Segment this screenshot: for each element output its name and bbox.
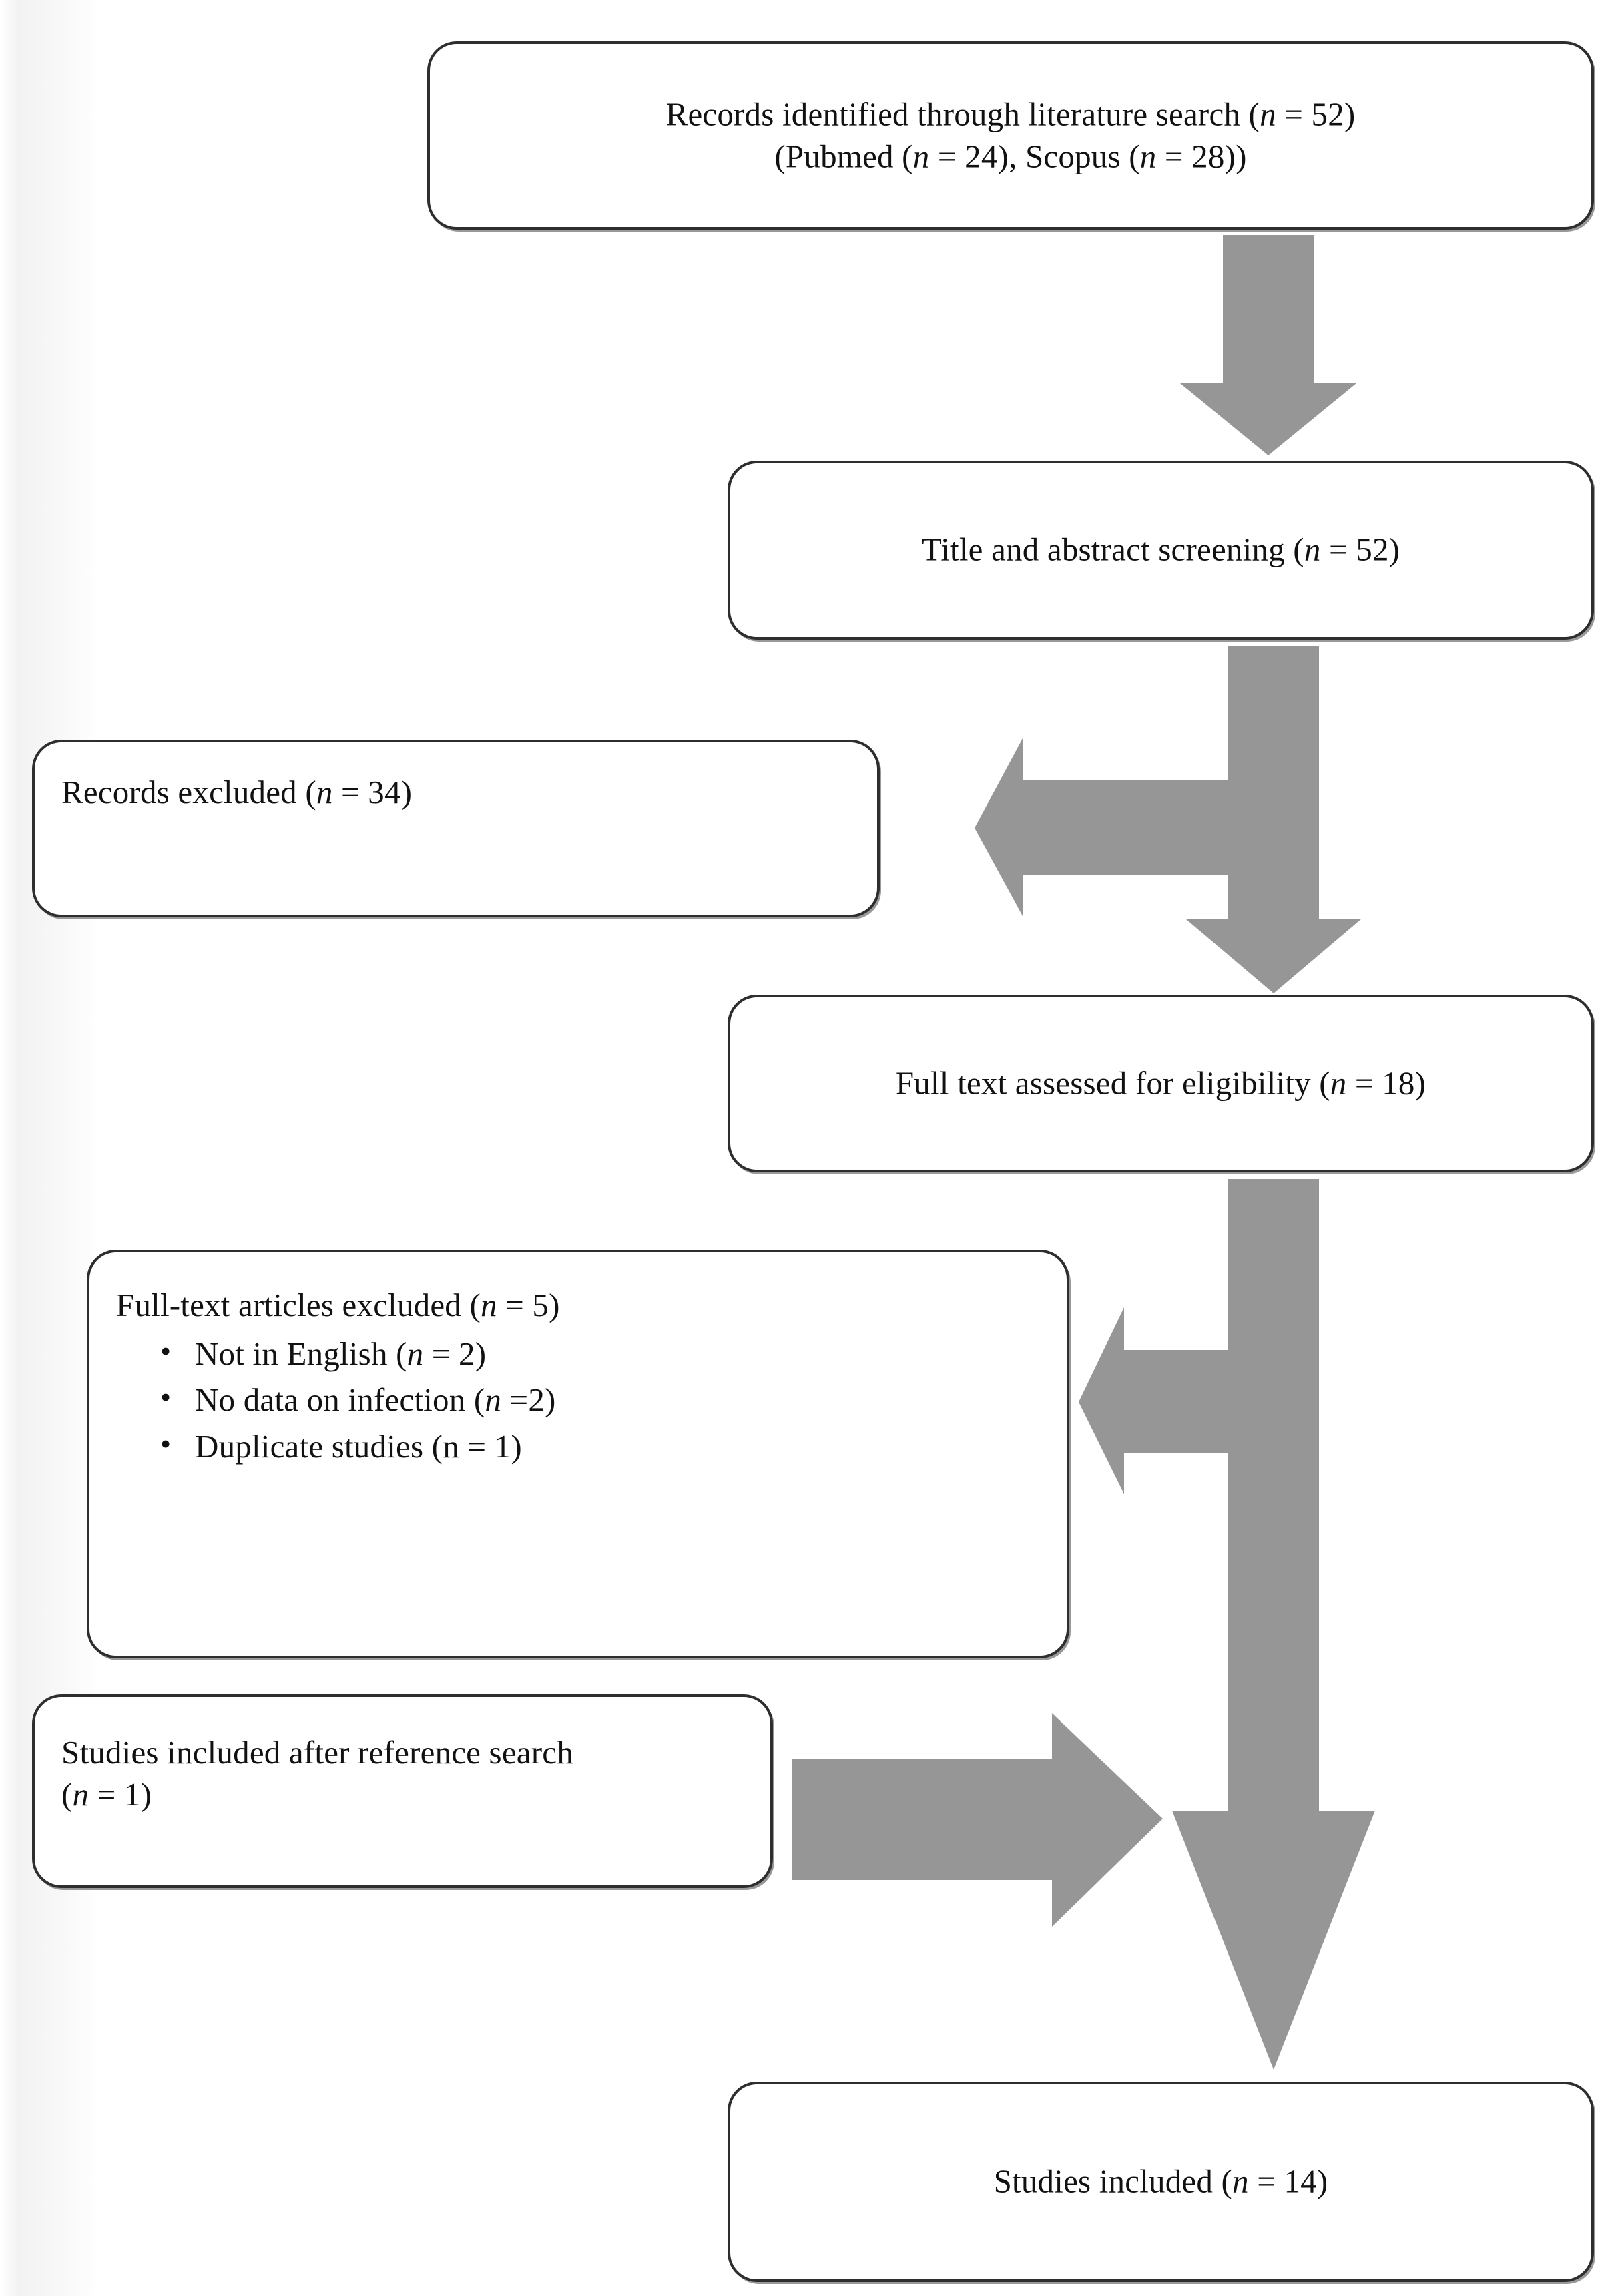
- fulltext-excluded-heading-n: n: [480, 1287, 497, 1323]
- records-identified-line2-pre: (Pubmed (: [774, 138, 913, 174]
- full-text-assessed-text: Full text assessed for eligibility (n = …: [730, 1063, 1591, 1105]
- records-identified-line1-post: = 52): [1276, 95, 1356, 133]
- right-arrow-shape: [792, 1713, 1163, 1927]
- reason-2-pre: Duplicate studies (n: [195, 1427, 459, 1465]
- records-excluded-n: n: [316, 774, 333, 811]
- full-text-excluded-reason-list: Not in English (n = 2) No data on infect…: [116, 1329, 1040, 1470]
- records-identified-line2-mid: = 24), Scopus (: [929, 138, 1140, 174]
- records-identified-line-1: Records identified through literature se…: [453, 93, 1569, 136]
- title-abstract-screening-box: Title and abstract screening (n = 52): [728, 461, 1594, 640]
- full-text-articles-excluded-box: Full-text articles excluded (n = 5) Not …: [87, 1250, 1069, 1658]
- records-identified-box: Records identified through literature se…: [427, 41, 1594, 230]
- reference-search-line2-n: n: [72, 1775, 89, 1813]
- arrow-eligibility-to-included-with-exclusion-branch: [1079, 1179, 1388, 2080]
- screening-pre: Title and abstract screening (: [921, 531, 1304, 568]
- studies-included-box: Studies included (n = 14): [728, 2082, 1594, 2282]
- records-identified-line2-n-b: n: [1139, 138, 1157, 174]
- arrow-screening-to-eligibility-with-exclusion-branch: [975, 646, 1388, 993]
- list-item: Not in English (n = 2): [160, 1329, 1040, 1377]
- studies-included-text: Studies included (n = 14): [730, 2161, 1591, 2203]
- down-arrow-shape: [1185, 646, 1362, 993]
- title-abstract-screening-text: Title and abstract screening (n = 52): [730, 529, 1591, 571]
- records-excluded-post: = 34): [332, 774, 413, 811]
- reason-0-post: = 2): [423, 1335, 487, 1372]
- reference-search-line-1: Studies included after reference search: [61, 1734, 573, 1771]
- records-identified-line2-n-a: n: [912, 138, 930, 174]
- reference-search-line2-post: = 1): [89, 1775, 152, 1813]
- reference-search-text: Studies included after reference search …: [35, 1732, 770, 1815]
- reason-0-pre: Not in English (: [195, 1335, 407, 1372]
- reason-1-n: n: [485, 1381, 502, 1419]
- records-excluded-box: Records excluded (n = 34): [32, 740, 880, 917]
- screening-post: = 52): [1320, 531, 1400, 568]
- included-pre: Studies included (: [993, 2162, 1233, 2200]
- full-text-assessed-box: Full text assessed for eligibility (n = …: [728, 995, 1594, 1172]
- included-n: n: [1232, 2162, 1249, 2200]
- screening-n: n: [1304, 531, 1321, 568]
- records-identified-line1-n: n: [1260, 95, 1276, 133]
- full-text-excluded-heading: Full-text articles excluded (n = 5): [116, 1285, 1040, 1327]
- eligibility-post: = 18): [1346, 1064, 1426, 1102]
- reason-1-post: =2): [501, 1381, 556, 1419]
- records-excluded-pre: Records excluded (: [61, 774, 316, 811]
- reason-2-post: = 1): [459, 1427, 522, 1465]
- arrow-reference-search-to-included: [792, 1713, 1165, 1927]
- records-identified-line-2: (Pubmed (n = 24), Scopus (n = 28)): [453, 136, 1569, 178]
- full-text-articles-excluded-text: Full-text articles excluded (n = 5) Not …: [89, 1285, 1067, 1469]
- left-arrow-shape: [975, 738, 1228, 916]
- reason-1-pre: No data on infection (: [195, 1381, 485, 1419]
- down-arrow-shape: [1172, 1179, 1375, 2070]
- records-identified-line2-post: = 28)): [1156, 138, 1247, 174]
- records-excluded-text: Records excluded (n = 34): [35, 772, 877, 814]
- fulltext-excluded-heading-post: = 5): [497, 1287, 560, 1323]
- left-arrow-shape: [1079, 1307, 1228, 1494]
- included-post: = 14): [1248, 2162, 1328, 2200]
- fulltext-excluded-heading-pre: Full-text articles excluded (: [116, 1287, 481, 1323]
- list-item: No data on infection (n =2): [160, 1375, 1040, 1423]
- eligibility-pre: Full text assessed for eligibility (: [895, 1064, 1330, 1102]
- records-identified-line1-pre: Records identified through literature se…: [665, 95, 1260, 133]
- reference-search-line-2: (n = 1): [61, 1774, 744, 1816]
- eligibility-n: n: [1330, 1064, 1347, 1102]
- arrow-identified-to-screening: [1175, 235, 1362, 455]
- reason-0-n: n: [407, 1335, 424, 1372]
- reference-search-line2-pre: (: [61, 1775, 73, 1813]
- records-identified-text: Records identified through literature se…: [430, 93, 1591, 177]
- down-arrow-shape: [1180, 235, 1356, 455]
- scan-edge-gradient: [0, 0, 100, 2296]
- studies-included-after-reference-search-box: Studies included after reference search …: [32, 1694, 773, 1888]
- list-item: Duplicate studies (n = 1): [160, 1422, 1040, 1470]
